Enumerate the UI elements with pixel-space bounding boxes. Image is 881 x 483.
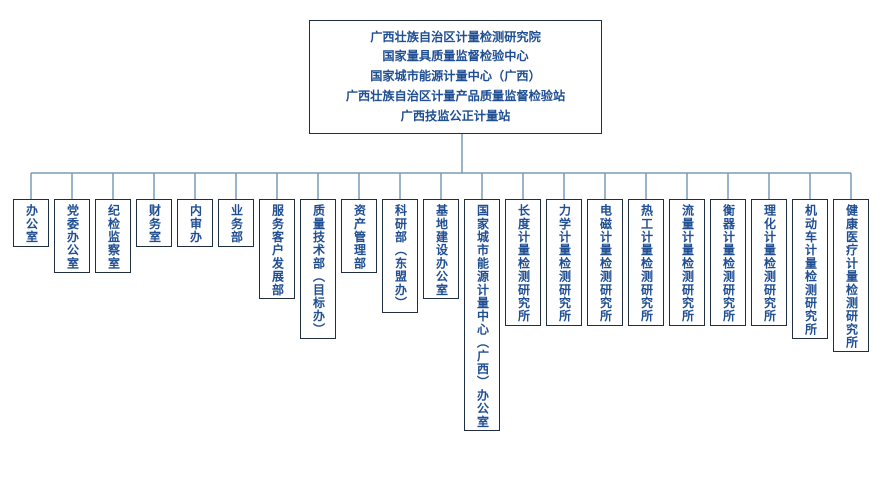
dept-box: 科研部（东盟办） <box>382 199 418 313</box>
dept-box: 内审办 <box>177 199 213 247</box>
dept-box: 健康医疗计量检测研究所 <box>833 199 869 353</box>
dept-box: 服务客户发展部 <box>259 199 295 300</box>
dept-box: 财务室 <box>136 199 172 247</box>
dept-box: 流量计量检测研究所 <box>669 199 705 326</box>
dept-box: 力学计量检测研究所 <box>546 199 582 326</box>
dept-box: 热工计量检测研究所 <box>628 199 664 326</box>
root-line-4: 广西壮族自治区计量产品质量监督检验站 <box>345 88 566 103</box>
dept-box: 基地建设办公室 <box>423 199 459 300</box>
dept-box: 业务部 <box>218 199 254 247</box>
dept-box: 理化计量检测研究所 <box>751 199 787 326</box>
dept-box: 衡器计量检测研究所 <box>710 199 746 326</box>
dept-box: 质量技术部（目标办） <box>300 199 336 339</box>
root-line-3: 国家城市能源计量中心（广西） <box>370 69 541 84</box>
dept-box: 办公室 <box>13 199 49 247</box>
root-organization-box: 广西壮族自治区计量检测研究院 国家量具质量监督检验中心 国家城市能源计量中心（广… <box>309 20 602 134</box>
root-line-1: 广西壮族自治区计量检测研究院 <box>370 29 541 44</box>
dept-box: 长度计量检测研究所 <box>505 199 541 326</box>
root-line-5: 广西技监公正计量站 <box>400 108 511 123</box>
dept-box: 纪检监察室 <box>95 199 131 273</box>
dept-box: 电磁计量检测研究所 <box>587 199 623 326</box>
dept-box: 国家城市能源计量中心（广西）办公室 <box>464 199 500 432</box>
dept-box: 资产管理部 <box>341 199 377 273</box>
dept-box: 党委办公室 <box>54 199 90 273</box>
dept-box: 机动车计量检测研究所 <box>792 199 828 339</box>
root-line-2: 国家量具质量监督检验中心 <box>382 49 529 64</box>
